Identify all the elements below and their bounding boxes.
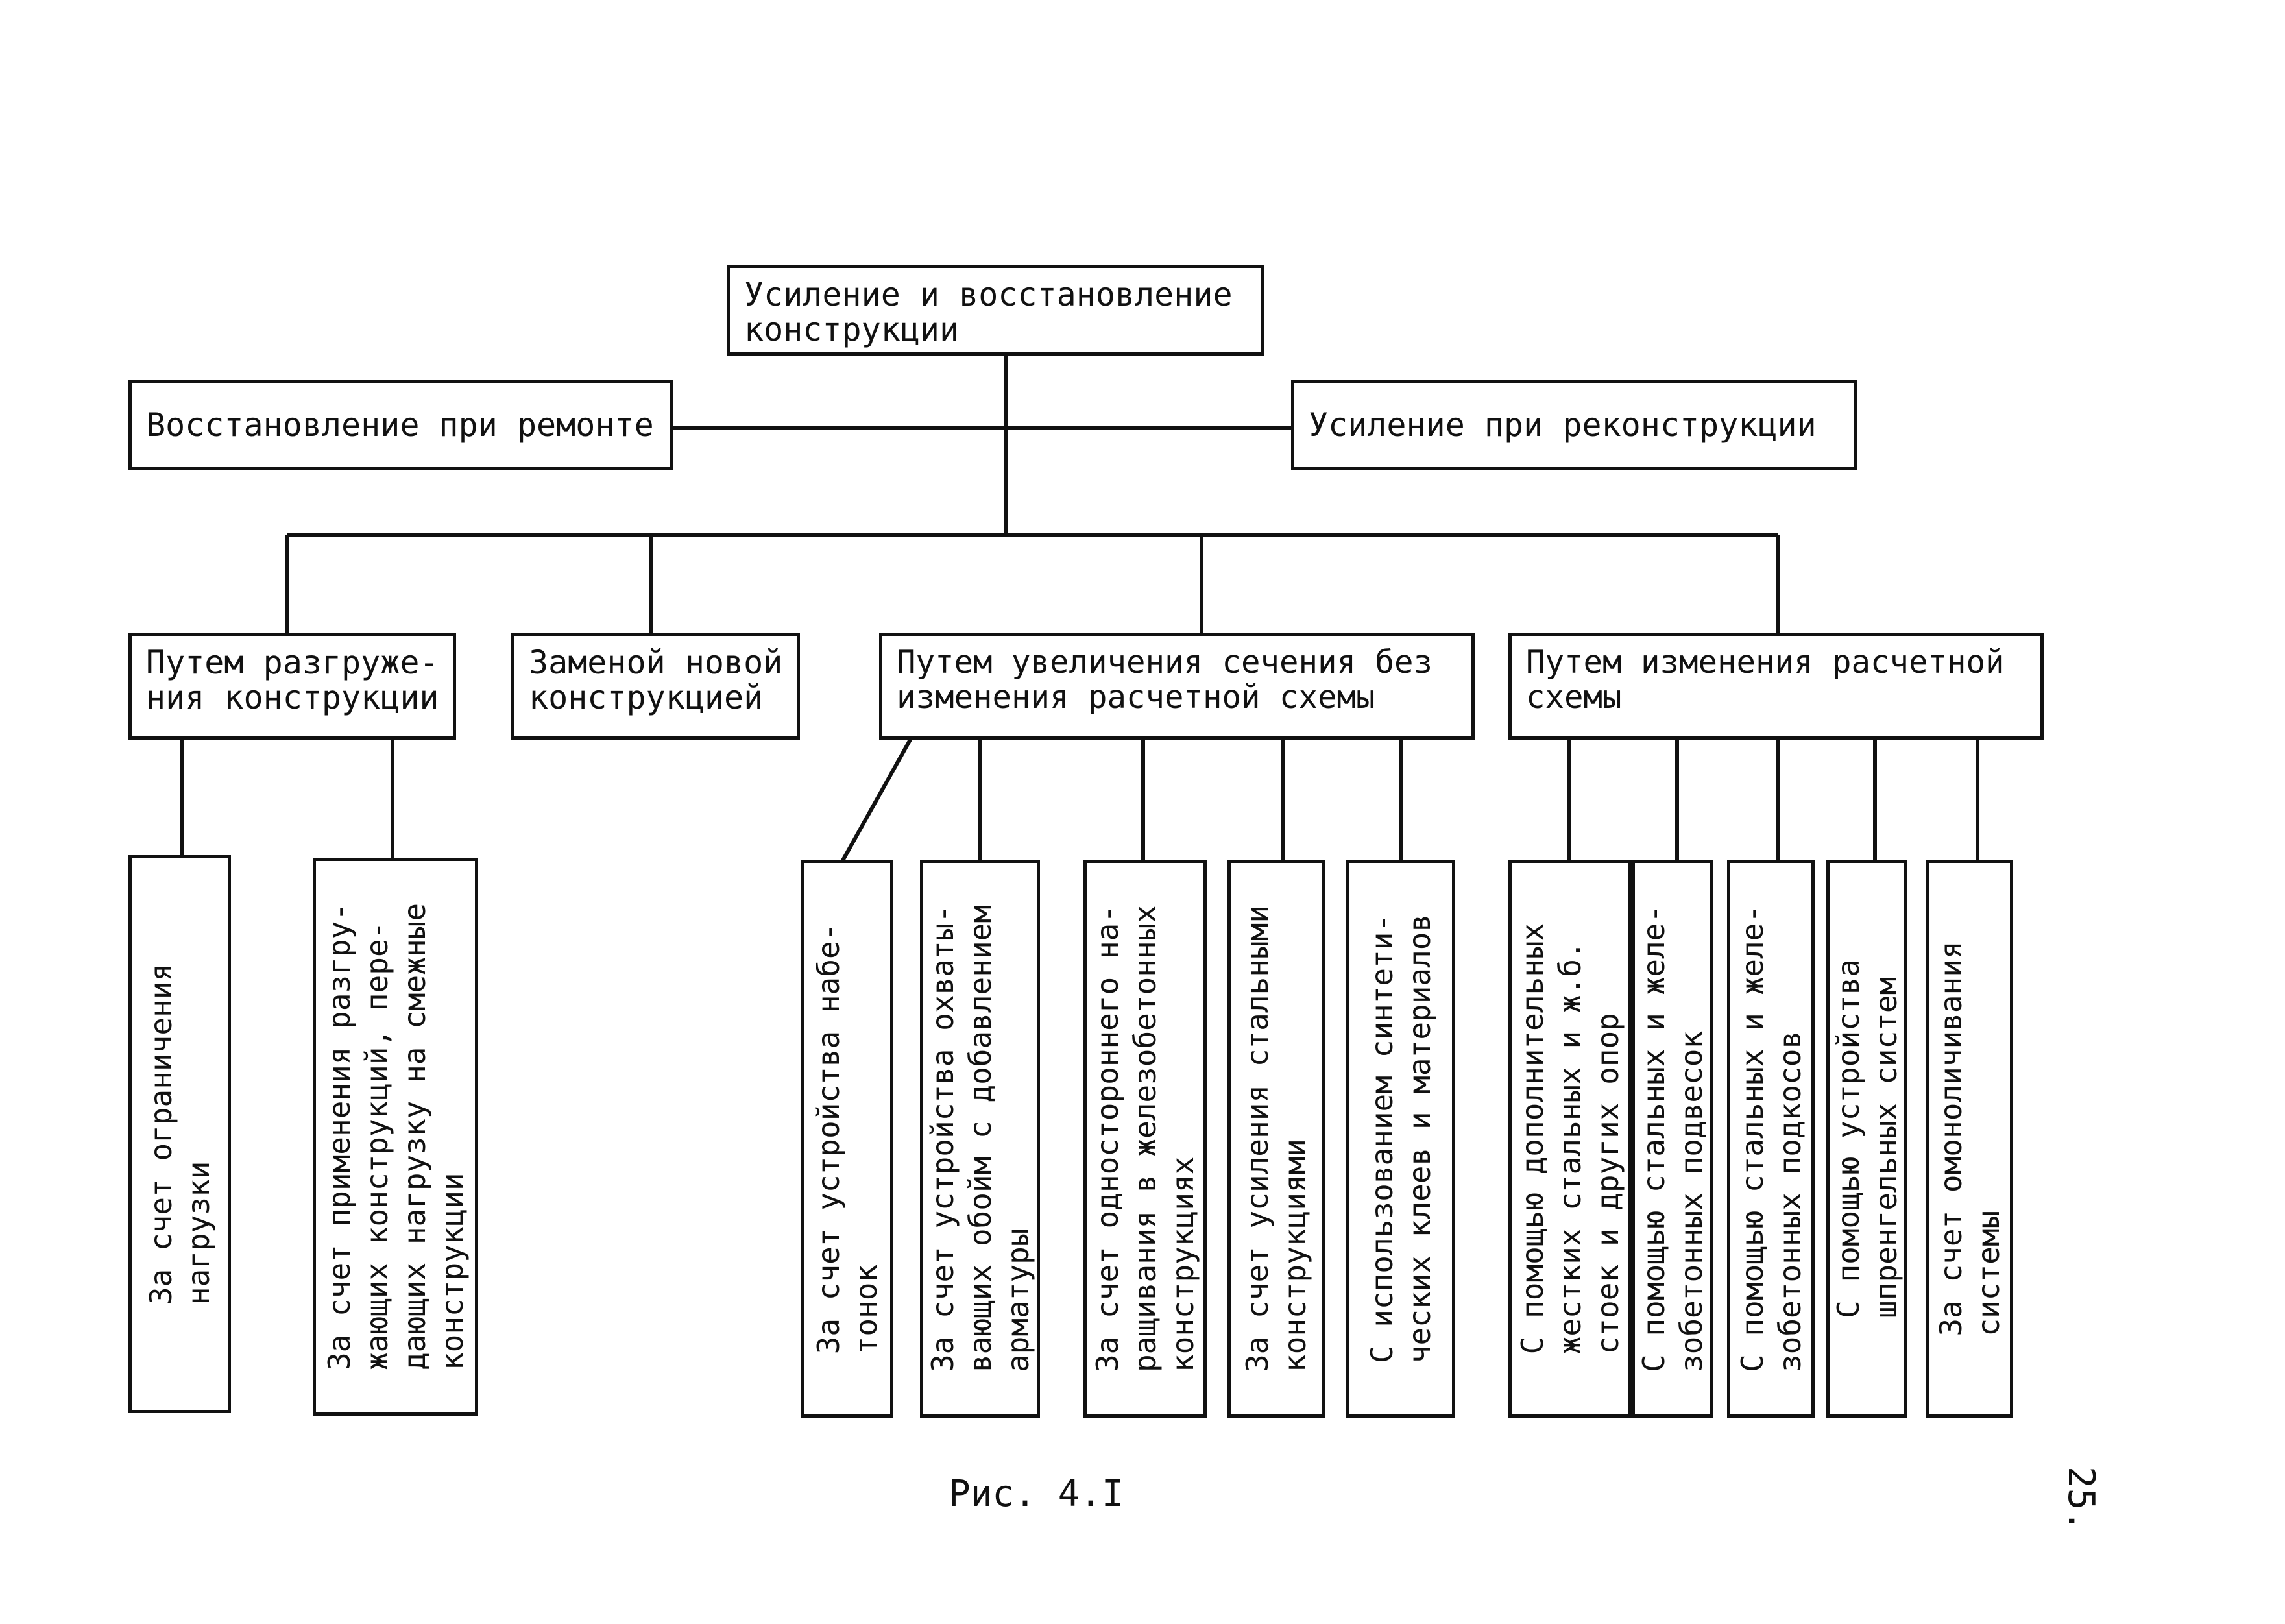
method-scheme-change-box: Путем изменения расчетной схемы	[1508, 633, 2044, 740]
method-unloading-text-2: ния конструкции	[146, 679, 439, 716]
leaf-supports-box: С помощью дополнительных жестких стальны…	[1508, 860, 1632, 1418]
method-section-increase-box: Путем увеличения сечения без изменения р…	[879, 633, 1475, 740]
strengthening-reconstruction-box: Усиление при реконструкции	[1291, 380, 1857, 470]
leaf-unloading-structures-box: За счет применения разгру- жающих констр…	[313, 858, 478, 1416]
leaf-one-sided-text-1: За счет одностороннего на-	[1090, 904, 1125, 1373]
leaf-steel-text-1: За счет усиления стальными	[1240, 904, 1275, 1373]
leaf-unloading-structures-text-2: жающих конструкций, пере-	[359, 921, 394, 1371]
method-scheme-change-text-2: схемы	[1526, 679, 1622, 716]
root-text-2: конструкции	[744, 311, 960, 348]
leaf-truss-text-2: шпренгельных систем	[1868, 976, 1904, 1318]
leaf-hangers-text-1: С помощью стальных и желе-	[1636, 904, 1671, 1373]
leaf-jackets-text-1: За счет устройства охваты-	[925, 904, 960, 1373]
leaf-load-limit-text-2: нагрузки	[181, 1161, 216, 1305]
leaf-hangers-box: С помощью стальных и желе- зобетонных по…	[1632, 860, 1713, 1418]
leaf-monolith-text-1: За счет омоноличивания	[1933, 941, 1968, 1337]
leaf-monolith-box: За счет омоноличивания системы	[1926, 860, 2013, 1418]
leaf-monolith-text-2: системы	[1970, 1210, 2006, 1337]
root-box: Усиление и восстановление конструкции	[727, 265, 1264, 356]
leaf-hangers-text-2: зобетонных подвесок	[1673, 1030, 1709, 1373]
leaf-supports-text-3: стоек и других опор	[1590, 1013, 1625, 1355]
leaf-shotcrete-box: За счет устройства набе- тонок	[801, 860, 893, 1418]
leaf-one-sided-text-2: ращивания в железобетонных	[1128, 904, 1163, 1373]
leaf-shotcrete-text-2: тонок	[849, 1264, 884, 1355]
leaf-unloading-structures-text-1: За счет применения разгру-	[321, 903, 357, 1371]
leaf-load-limit-box: За счет ограничения нагрузки	[128, 855, 231, 1413]
method-replacement-text-2: конструкцией	[529, 679, 764, 716]
method-replacement-box: Заменой новой конструкцией	[511, 633, 800, 740]
leaf-shotcrete-text-1: За счет устройства набе-	[811, 923, 846, 1355]
leaf-jackets-text-2: вающих обойм с добавлением	[962, 904, 998, 1373]
leaf-truss-box: С помощью устройства шпренгельных систем	[1826, 860, 1907, 1418]
connector-shotcrete	[840, 738, 912, 863]
leaf-one-sided-box: За счет одностороннего на- ращивания в ж…	[1083, 860, 1207, 1418]
leaf-steel-text-2: конструкциями	[1277, 1139, 1312, 1373]
strengthening-reconstruction-text: Усиление при реконструкции	[1309, 406, 1817, 444]
leaf-unloading-structures-text-3: дающих нагрузку на смежные	[396, 903, 432, 1371]
root-text-1: Усиление и восстановление	[744, 276, 1233, 313]
page-number: 25.	[2060, 1466, 2102, 1533]
method-section-increase-text-1: Путем увеличения сечения без	[897, 644, 1433, 681]
leaf-synthetic-text-2: ческих клеев и материалов	[1402, 914, 1437, 1364]
method-section-increase-text-2: изменения расчетной схемы	[897, 679, 1375, 716]
leaf-jackets-box: За счет устройства охваты- вающих обойм …	[920, 860, 1040, 1418]
method-scheme-change-text-1: Путем изменения расчетной	[1526, 644, 2005, 681]
leaf-synthetic-text-1: С использованием синтети-	[1364, 914, 1399, 1364]
restoration-repair-text: Восстановление при ремонте	[146, 406, 654, 444]
restoration-repair-box: Восстановление при ремонте	[128, 380, 673, 470]
figure-caption: Рис. 4.I	[949, 1473, 1124, 1515]
leaf-supports-text-2: жестких стальных и ж.б.	[1553, 941, 1588, 1355]
leaf-jackets-text-3: арматуры	[1000, 1228, 1035, 1373]
method-replacement-text-1: Заменой новой	[529, 644, 783, 681]
leaf-supports-text-1: С помощью дополнительных	[1515, 923, 1550, 1355]
method-unloading-text-1: Путем разгруже-	[146, 644, 439, 681]
leaf-braces-text-1: С помощью стальных и желе-	[1734, 904, 1770, 1373]
leaf-unloading-structures-text-4: конструкции	[434, 1172, 470, 1371]
leaf-load-limit-text-1: За счет ограничения	[143, 963, 178, 1305]
leaf-braces-text-2: зобетонных подкосов	[1772, 1030, 1807, 1373]
leaf-synthetic-box: С использованием синтети- ческих клеев и…	[1346, 860, 1455, 1418]
leaf-truss-text-1: С помощью устройства	[1830, 959, 1866, 1318]
leaf-braces-box: С помощью стальных и желе- зобетонных по…	[1727, 860, 1815, 1418]
leaf-one-sided-text-3: конструкциях	[1165, 1156, 1200, 1373]
method-unloading-box: Путем разгруже- ния конструкции	[128, 633, 456, 740]
leaf-steel-box: За счет усиления стальными конструкциями	[1227, 860, 1325, 1418]
